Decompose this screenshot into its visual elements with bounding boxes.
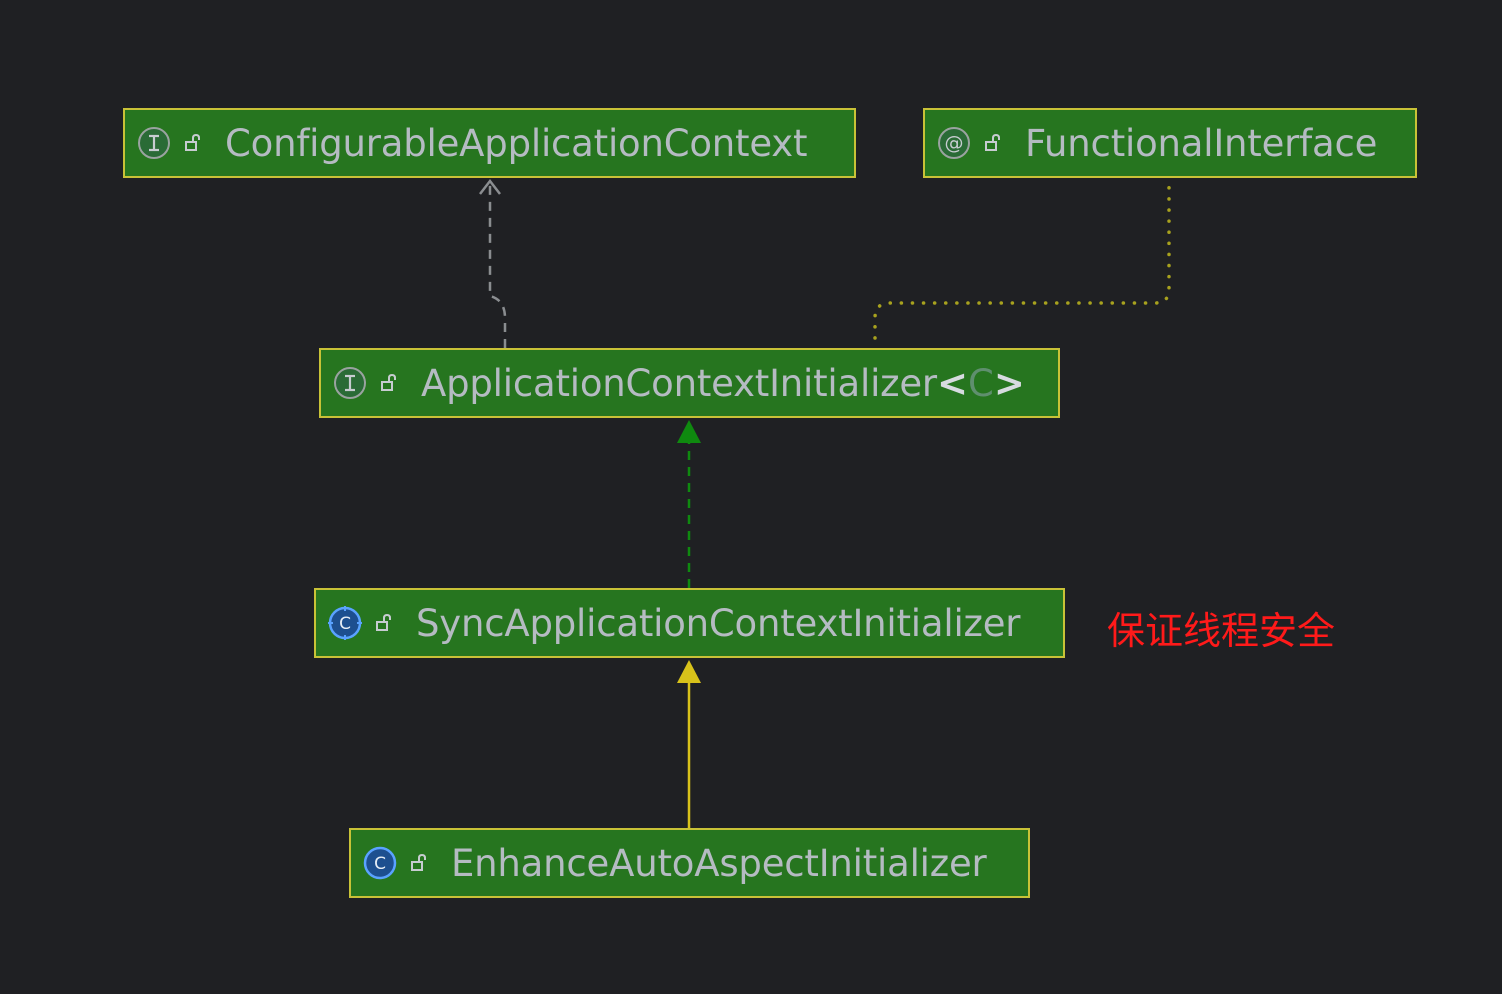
node-configurable-application-context[interactable]: ConfigurableApplicationContext	[123, 108, 856, 178]
node-label: SyncApplicationContextInitializer	[416, 601, 1021, 645]
class-icon: C	[363, 846, 397, 880]
interface-icon	[334, 367, 366, 399]
node-label: EnhanceAutoAspectInitializer	[451, 841, 987, 885]
svg-text:C: C	[339, 614, 351, 634]
unlock-icon	[985, 134, 1000, 151]
unlock-icon	[376, 614, 391, 631]
edge-initializer-to-configurable	[488, 182, 507, 348]
arrowhead-filled-sync	[677, 660, 701, 683]
thread-safety-annotation: 保证线程安全	[1107, 609, 1336, 653]
unlock-icon	[381, 374, 396, 391]
node-application-context-initializer[interactable]: ApplicationContextInitializer<C>	[319, 348, 1060, 418]
unlock-icon	[411, 854, 426, 871]
annotation-icon: @	[938, 127, 970, 159]
node-label: ConfigurableApplicationContext	[225, 121, 808, 165]
unlock-icon	[185, 134, 200, 151]
node-label: FunctionalInterface	[1025, 121, 1378, 165]
edge-initializer-to-functional	[873, 180, 1171, 340]
svg-text:C: C	[374, 854, 386, 874]
interface-icon	[138, 127, 170, 159]
generic-close-bracket: >	[993, 361, 1025, 405]
node-sync-application-context-initializer[interactable]: C SyncApplicationContextInitializer	[314, 588, 1065, 658]
class-icon: C	[328, 606, 362, 640]
node-functional-interface[interactable]: @ FunctionalInterface	[923, 108, 1417, 178]
svg-text:@: @	[945, 132, 964, 154]
node-enhance-auto-aspect-initializer[interactable]: C EnhanceAutoAspectInitializer	[349, 828, 1030, 898]
type-parameter: C	[967, 361, 994, 405]
generic-open-bracket: <	[936, 361, 968, 405]
node-label: ApplicationContextInitializer	[421, 361, 937, 405]
arrowhead-open-configurable	[479, 178, 501, 195]
arrowhead-filled-initializer	[677, 420, 701, 443]
